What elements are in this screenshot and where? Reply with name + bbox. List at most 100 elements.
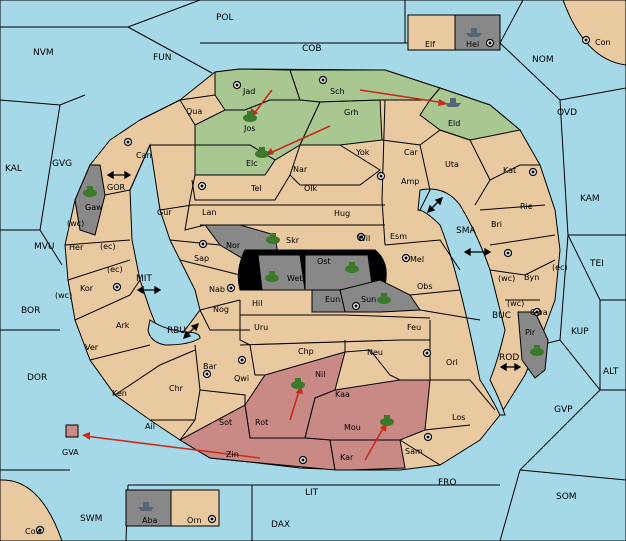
label-byn-ec: (ec) xyxy=(552,263,568,272)
label-rie: Rie xyxy=(520,202,533,211)
label-sot: Sot xyxy=(219,418,232,427)
label-kor-wc: (wc) xyxy=(55,291,72,300)
label-mvu: MVU xyxy=(34,242,55,252)
army-unit[interactable] xyxy=(345,262,359,273)
label-ver: Ver xyxy=(85,343,99,352)
fleet-unit[interactable] xyxy=(445,98,461,107)
label-kam: KAM xyxy=(580,194,600,204)
label-chr: Chr xyxy=(169,384,184,393)
province-elf[interactable] xyxy=(407,14,456,51)
label-bor: BOR xyxy=(21,306,40,316)
label-pol: POL xyxy=(216,13,234,23)
label-jad: Jad xyxy=(242,87,255,96)
label-obs: Obs xyxy=(417,282,433,291)
supply-centers xyxy=(35,35,591,535)
label-esm: Esm xyxy=(390,232,407,241)
label-rot: Rot xyxy=(255,418,268,427)
label-nog: Nog xyxy=(213,305,229,314)
label-pir: Pir xyxy=(525,328,536,337)
label-ail: Ail xyxy=(145,422,155,431)
province-web[interactable] xyxy=(257,254,306,291)
province-eun-gray[interactable] xyxy=(311,289,346,313)
arrow-rot-nil xyxy=(289,387,301,421)
sea-sma-channel xyxy=(417,188,506,416)
province-aba[interactable] xyxy=(125,489,172,527)
label-sap: Sap xyxy=(194,254,209,263)
label-cow: Cow xyxy=(25,527,42,536)
label-bri: Bri xyxy=(491,220,502,229)
label-nom: NOM xyxy=(532,55,554,65)
label-nor: Nor xyxy=(226,241,241,250)
label-her-ec: (ec) xyxy=(100,242,116,251)
label-nar: Nar xyxy=(293,165,308,174)
label-uta: Uta xyxy=(445,160,459,169)
label-her: Her xyxy=(69,243,84,252)
label-som: SOM xyxy=(556,492,577,502)
label-mel: Mel xyxy=(410,255,424,264)
arrow-zin-gva xyxy=(84,435,261,459)
label-dax: DAX xyxy=(271,520,290,530)
label-ost: Ost xyxy=(317,257,331,266)
label-con: Con xyxy=(595,38,611,47)
label-jos: Jos xyxy=(243,124,255,133)
label-hel: Hel xyxy=(466,40,479,49)
land-borders xyxy=(64,94,556,466)
label-gwa: Gwa xyxy=(530,308,548,317)
labels: POL NVM FUN COB Elf Hel Con NOM OVD KAL … xyxy=(5,13,619,536)
army-unit[interactable] xyxy=(530,345,544,356)
move-orders xyxy=(82,89,448,461)
label-uru: Uru xyxy=(254,323,268,332)
label-tei: TEI xyxy=(589,259,604,269)
label-kaa: Kaa xyxy=(335,390,350,399)
label-ark: Ark xyxy=(116,321,130,330)
label-gva: GVA xyxy=(62,448,79,457)
label-kal: KAL xyxy=(5,164,22,174)
fleet-unit[interactable] xyxy=(466,28,482,37)
army-unit[interactable] xyxy=(83,186,97,197)
army-unit[interactable] xyxy=(266,233,280,244)
label-nab: Nab xyxy=(209,285,225,294)
label-hil: Hil xyxy=(252,299,262,308)
army-unit[interactable] xyxy=(291,378,305,389)
arrow-jad-jos xyxy=(252,89,273,116)
label-feu: Feu xyxy=(407,323,421,332)
label-qwi: Qwi xyxy=(234,374,249,383)
label-alt: ALT xyxy=(603,367,619,377)
label-buc: BUC xyxy=(492,311,511,321)
province-gaw[interactable] xyxy=(74,164,106,236)
army-unit[interactable] xyxy=(243,111,257,122)
label-nil: Nil xyxy=(315,370,325,379)
army-unit[interactable] xyxy=(377,293,391,304)
label-sma: SMA xyxy=(456,226,476,236)
label-wil: Wil xyxy=(358,234,370,243)
army-unit[interactable] xyxy=(265,271,279,282)
label-lan: Lan xyxy=(202,208,216,217)
label-rod: ROD xyxy=(499,353,519,363)
label-eld: Eld xyxy=(448,119,460,128)
label-gvp: GVP xyxy=(554,405,573,415)
label-grh: Grh xyxy=(344,108,358,117)
arrow-kar-mou xyxy=(364,424,386,461)
label-kat: Kat xyxy=(503,166,516,175)
connectors xyxy=(106,170,522,372)
label-ovd: OVD xyxy=(557,108,577,118)
arrow-sch-eld xyxy=(359,89,446,104)
gva-marker[interactable] xyxy=(65,424,79,438)
label-sun: Sun xyxy=(361,295,376,304)
fleet-unit[interactable] xyxy=(138,502,154,511)
label-kor-ec: (ec) xyxy=(107,265,123,274)
label-olk: Olk xyxy=(304,184,318,193)
province-eld[interactable] xyxy=(419,87,522,141)
arrow-head xyxy=(82,432,90,440)
label-amp: Amp xyxy=(401,177,419,186)
units xyxy=(65,28,544,511)
label-swm: SWM xyxy=(80,514,102,524)
army-unit[interactable] xyxy=(255,147,269,158)
label-elc: Elc xyxy=(246,159,258,168)
label-hug: Hug xyxy=(334,209,350,218)
army-unit[interactable] xyxy=(380,415,394,426)
label-kup: KUP xyxy=(571,327,589,337)
label-aba: Aba xyxy=(142,516,158,525)
